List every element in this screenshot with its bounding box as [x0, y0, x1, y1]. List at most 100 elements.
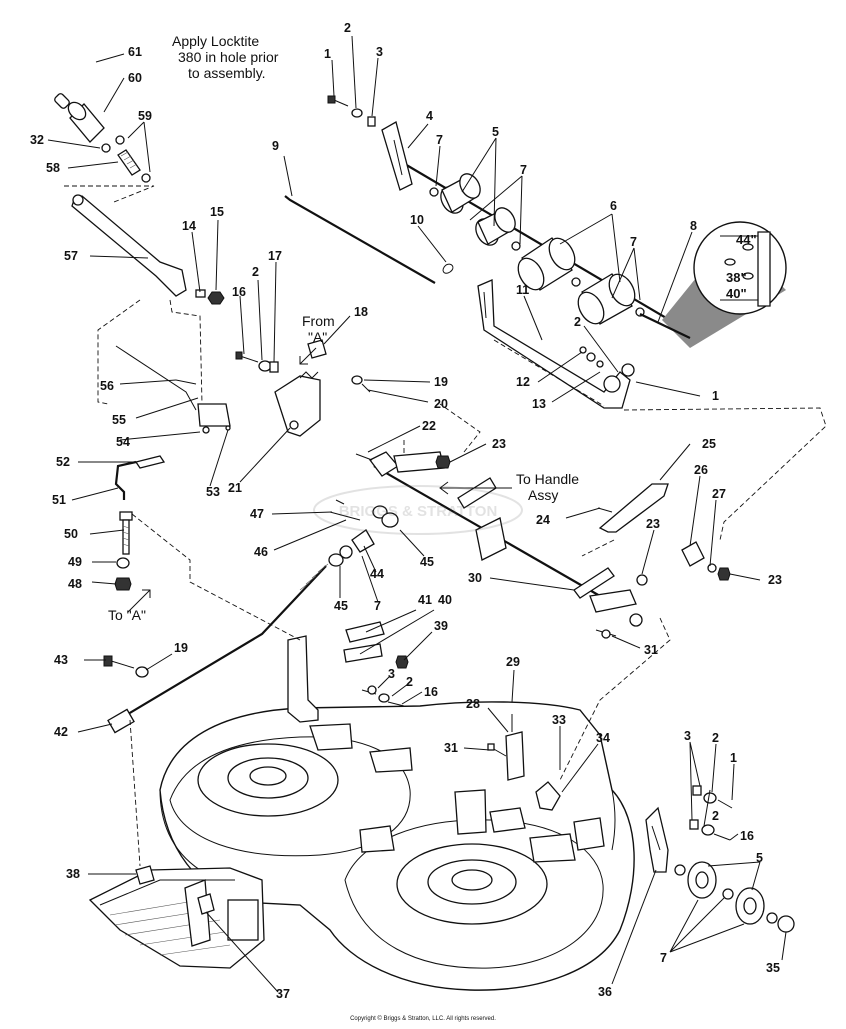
- callout-1b: 1: [712, 389, 719, 403]
- callout-7e: 7: [660, 951, 667, 965]
- callout-31: 31: [644, 643, 658, 657]
- callout-1c: 1: [730, 751, 737, 765]
- callout-23c: 23: [768, 573, 782, 587]
- callout-40: 40: [438, 593, 452, 607]
- callout-leaders: [47, 35, 787, 993]
- callout-39: 39: [434, 619, 448, 633]
- callout-23: 23: [492, 437, 506, 451]
- callout-10: 10: [410, 213, 424, 227]
- bracket-left: [381, 121, 413, 191]
- callout-44: 44: [370, 567, 384, 581]
- callout-35: 35: [766, 961, 780, 975]
- brand-watermark: BRIGGS & STRATTON: [313, 485, 523, 535]
- callout-50: 50: [64, 527, 78, 541]
- callout-16c: 16: [740, 829, 754, 843]
- locktite-note-line1: Apply Locktite: [172, 33, 259, 49]
- callout-labels: 1 2 3 4 5 7 9 7 6 7 8 10 11 2 12 13 1 61…: [30, 21, 782, 1001]
- callout-11: 11: [516, 283, 529, 297]
- callout-32: 32: [30, 133, 44, 147]
- callout-24: 24: [536, 513, 550, 527]
- roller-small-2: [475, 207, 516, 246]
- callout-2d: 2: [406, 675, 413, 689]
- callout-16b: 16: [424, 685, 438, 699]
- callout-25: 25: [702, 437, 716, 451]
- callout-37: 37: [276, 987, 290, 1001]
- left-linkage: [54, 93, 371, 641]
- from-a-line2: "A": [308, 329, 327, 345]
- callout-31b: 31: [444, 741, 458, 755]
- svg-text:BRIGGS & STRATTON: BRIGGS & STRATTON: [339, 503, 498, 520]
- inset-label-40: 40": [726, 286, 747, 301]
- callout-41: 41: [418, 593, 432, 607]
- detent-plate: [274, 375, 321, 437]
- callout-19b: 19: [174, 641, 188, 655]
- callout-21: 21: [228, 481, 242, 495]
- callout-7d: 7: [374, 599, 381, 613]
- callout-22: 22: [422, 419, 436, 433]
- callout-53: 53: [206, 485, 220, 499]
- callout-14: 14: [182, 219, 196, 233]
- callout-60: 60: [128, 71, 142, 85]
- callout-2e: 2: [712, 731, 719, 745]
- locktite-note-line2: 380 in hole prior: [178, 49, 279, 65]
- callout-7c: 7: [630, 235, 637, 249]
- callout-3b: 3: [388, 667, 395, 681]
- notes: Apply Locktite 380 in hole prior to asse…: [108, 33, 757, 1022]
- callout-2f: 2: [712, 809, 719, 823]
- callout-19: 19: [434, 375, 448, 389]
- roller-large-1: [517, 237, 576, 291]
- callout-61: 61: [128, 45, 142, 59]
- callout-26: 26: [694, 463, 708, 477]
- callout-7b: 7: [520, 163, 527, 177]
- inset-label-44: 44": [736, 232, 757, 247]
- bracket-right: [477, 279, 631, 409]
- callout-5: 5: [492, 125, 499, 139]
- callout-8: 8: [690, 219, 697, 233]
- callout-9: 9: [272, 139, 279, 153]
- anti-scalp-roller-assembly: [284, 95, 787, 409]
- callout-17: 17: [268, 249, 282, 263]
- from-a-arrow: [299, 347, 317, 365]
- callout-57: 57: [64, 249, 78, 263]
- callout-3: 3: [376, 45, 383, 59]
- callout-7: 7: [436, 133, 443, 147]
- roller-large-2: [577, 273, 636, 325]
- locktite-note-line3: to assembly.: [188, 65, 266, 81]
- callout-4: 4: [426, 109, 433, 123]
- from-a-line1: From: [302, 313, 335, 329]
- callout-42: 42: [54, 725, 68, 739]
- callout-23b: 23: [646, 517, 660, 531]
- callout-18: 18: [354, 305, 368, 319]
- callout-59: 59: [138, 109, 152, 123]
- callout-45b: 45: [334, 599, 348, 613]
- callout-38: 38: [66, 867, 80, 881]
- callout-49: 49: [68, 555, 82, 569]
- to-a-note: To "A": [108, 607, 146, 623]
- callout-29: 29: [506, 655, 520, 669]
- callout-36: 36: [598, 985, 612, 999]
- callout-20: 20: [434, 397, 448, 411]
- callout-34: 34: [596, 731, 610, 745]
- callout-13: 13: [532, 397, 546, 411]
- callout-33: 33: [552, 713, 566, 727]
- callout-56: 56: [100, 379, 114, 393]
- callout-16: 16: [232, 285, 246, 299]
- to-handle-line1: To Handle: [516, 471, 579, 487]
- right-roller-assembly: [129, 685, 795, 933]
- callout-46: 46: [254, 545, 268, 559]
- callout-3c: 3: [684, 729, 691, 743]
- callout-2b: 2: [574, 315, 581, 329]
- callout-58: 58: [46, 161, 60, 175]
- callout-51: 51: [52, 493, 66, 507]
- copyright-footer: Copyright © Briggs & Stratton, LLC. All …: [350, 1015, 496, 1022]
- to-handle-line2: Assy: [528, 487, 558, 503]
- callout-52: 52: [56, 455, 70, 469]
- callout-47: 47: [250, 507, 264, 521]
- callout-28: 28: [466, 697, 480, 711]
- callout-43: 43: [54, 653, 68, 667]
- callout-15: 15: [210, 205, 224, 219]
- callout-6: 6: [610, 199, 617, 213]
- callout-2c: 2: [252, 265, 259, 279]
